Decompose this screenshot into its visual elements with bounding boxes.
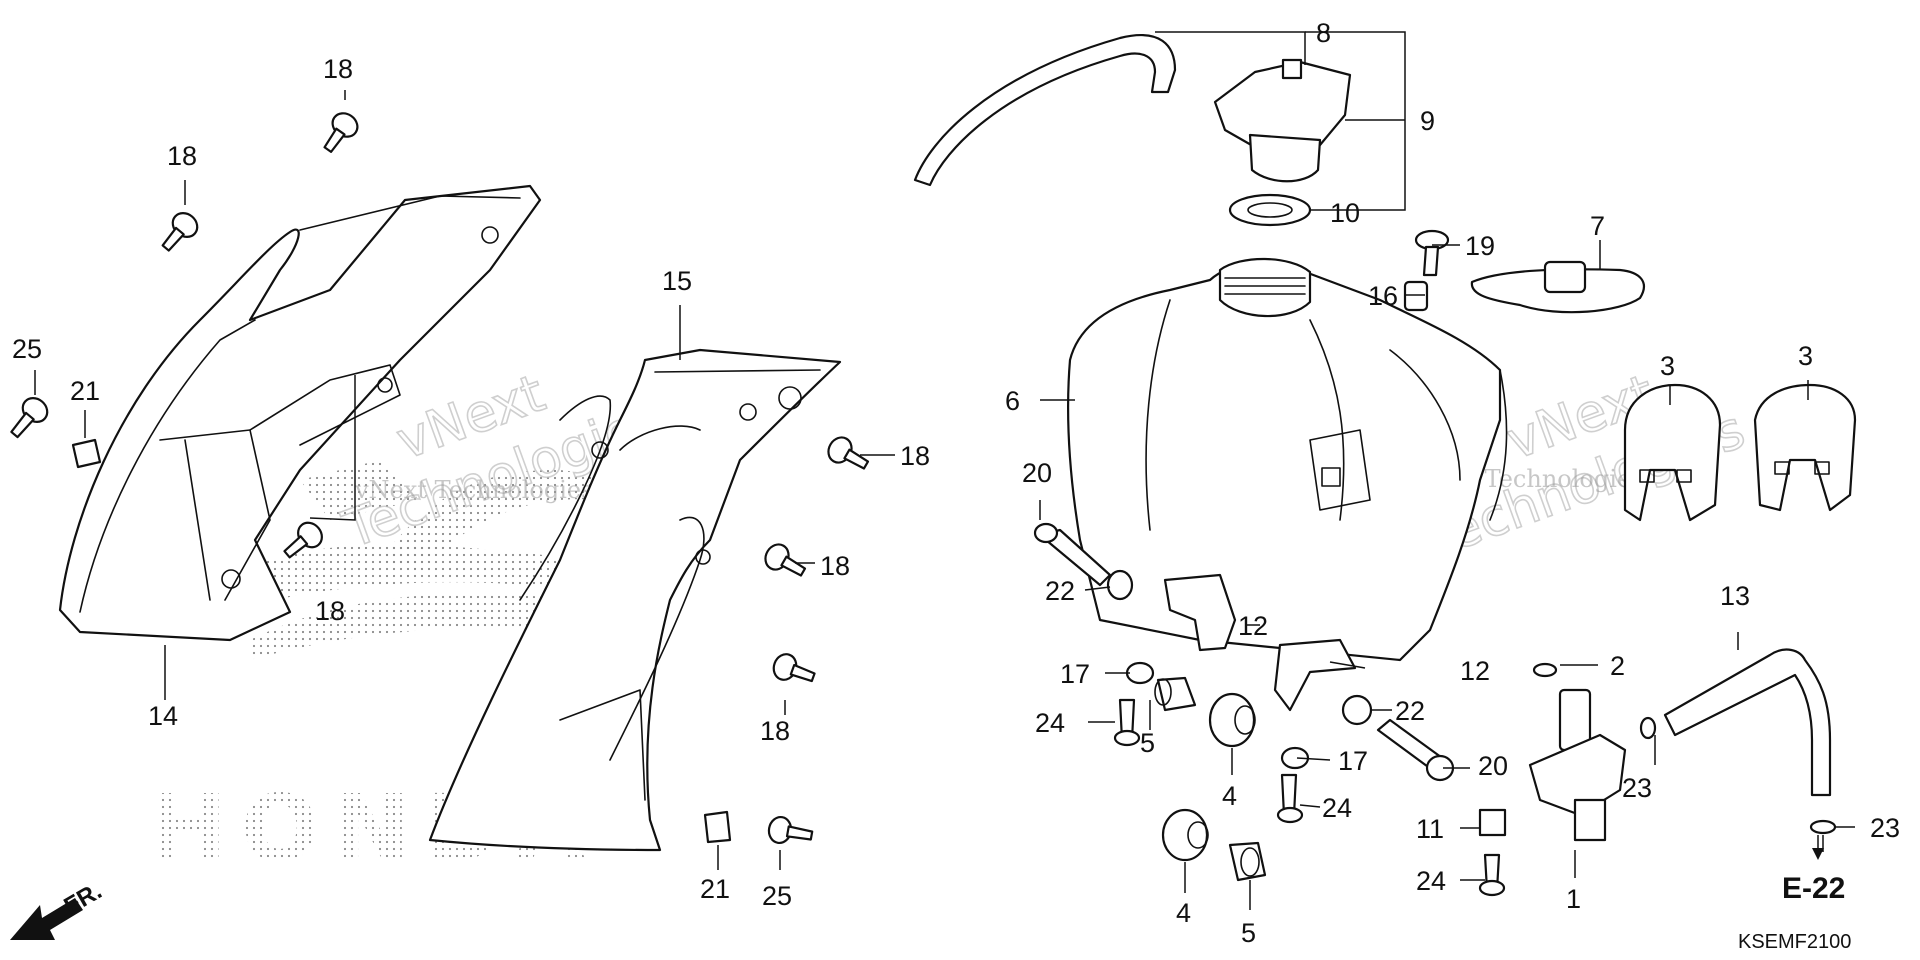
nut-11-part	[1478, 808, 1507, 837]
callout-20b: 20	[1478, 751, 1508, 781]
callout-5b: 5	[1241, 918, 1256, 948]
callout-18a: 18	[323, 54, 353, 84]
callout-21a: 21	[70, 376, 100, 406]
callout-18f: 18	[760, 716, 790, 746]
callout-19: 19	[1465, 231, 1495, 261]
washer-22b-part	[1341, 694, 1373, 726]
callout-23b: 23	[1870, 813, 1900, 843]
collar-5a-part	[1154, 676, 1197, 712]
callout-17a: 17	[1060, 659, 1090, 689]
shroud-right-part	[428, 348, 842, 852]
washer-22a-part	[1106, 569, 1134, 601]
tank-strap-part	[1470, 260, 1645, 314]
callout-24c: 24	[1416, 866, 1446, 896]
callout-labels: 8 9 10 19 7 16 6 3 3 20 22 12 12 2 13 17…	[12, 18, 1900, 948]
callout-22a: 22	[1045, 576, 1075, 606]
callout-1: 1	[1566, 884, 1581, 914]
callout-12a: 12	[1238, 611, 1268, 641]
callout-5a: 5	[1140, 728, 1155, 758]
bolts-18-parts	[161, 112, 870, 683]
cap-gasket-part	[1228, 193, 1312, 227]
callout-2: 2	[1610, 651, 1625, 681]
callout-13: 13	[1720, 581, 1750, 611]
bolt-25a-part	[10, 397, 49, 439]
callout-4a: 4	[1222, 781, 1237, 811]
callout-18b: 18	[167, 141, 197, 171]
callout-3b: 3	[1798, 341, 1813, 371]
bolt-25b-part	[767, 815, 814, 845]
grommet-4a-part	[1208, 692, 1256, 748]
fuel-hose-part	[1663, 648, 1832, 797]
shroud-left-part	[58, 184, 542, 642]
callout-14: 14	[148, 701, 178, 731]
callout-8: 8	[1316, 18, 1331, 48]
callout-6: 6	[1005, 386, 1020, 416]
clip-23a-part	[1639, 716, 1657, 740]
bolt-19-part	[1414, 229, 1450, 277]
callout-9: 9	[1420, 106, 1435, 136]
bracket-12b-part	[1273, 638, 1357, 712]
nut-21a-part	[71, 438, 102, 469]
bolt-24b-part	[1276, 773, 1304, 824]
rubber-clip-right-part	[1753, 383, 1857, 512]
callout-12b: 12	[1460, 656, 1490, 686]
bolt-20a-part	[1033, 522, 1112, 587]
collar-5b-part	[1228, 841, 1267, 882]
leader-lines	[34, 31, 1855, 910]
callout-15: 15	[662, 266, 692, 296]
washer-17a-part	[1125, 661, 1155, 685]
vnext-watermark-caption-left: vNext Technologies	[354, 476, 593, 504]
callout-18d: 18	[900, 441, 930, 471]
clip-23b-part	[1809, 819, 1837, 835]
callout-25a: 25	[12, 334, 42, 364]
breather-tube-part	[913, 33, 1177, 187]
callout-18c: 18	[315, 596, 345, 626]
callout-20a: 20	[1022, 458, 1052, 488]
callout-4b: 4	[1176, 898, 1191, 928]
callout-7: 7	[1590, 211, 1605, 241]
callout-25b: 25	[762, 881, 792, 911]
valve-oring-part	[1532, 662, 1558, 678]
grommet-4b-part	[1161, 808, 1209, 862]
bolt-24a-part	[1113, 698, 1141, 747]
fuel-cap-part	[1213, 58, 1352, 183]
fuel-valve-part	[1528, 688, 1627, 842]
fuel-tank-part	[1066, 257, 1508, 662]
callout-11: 11	[1416, 814, 1444, 844]
callout-21b: 21	[700, 874, 730, 904]
callout-16: 16	[1368, 281, 1398, 311]
reference-label: E-22	[1782, 872, 1845, 905]
callout-17b: 17	[1338, 746, 1368, 776]
diagram-code: KSEMF2100	[1738, 931, 1851, 953]
bracket-12a-part	[1163, 573, 1237, 652]
callout-3a: 3	[1660, 351, 1675, 381]
bolt-20b-part	[1376, 718, 1455, 782]
callout-24b: 24	[1322, 793, 1352, 823]
rubber-clip-left-part	[1623, 383, 1722, 522]
reference-e22: E-22	[1782, 835, 1845, 905]
front-direction-arrow-icon: FR.	[10, 877, 106, 940]
bolt-24c-part	[1478, 853, 1506, 897]
callout-23a: 23	[1622, 773, 1652, 803]
collar-part	[1403, 280, 1429, 312]
callout-22b: 22	[1395, 696, 1425, 726]
callout-10: 10	[1330, 198, 1360, 228]
callout-24a: 24	[1035, 708, 1065, 738]
callout-18e: 18	[820, 551, 850, 581]
nut-21b-part	[703, 810, 732, 844]
